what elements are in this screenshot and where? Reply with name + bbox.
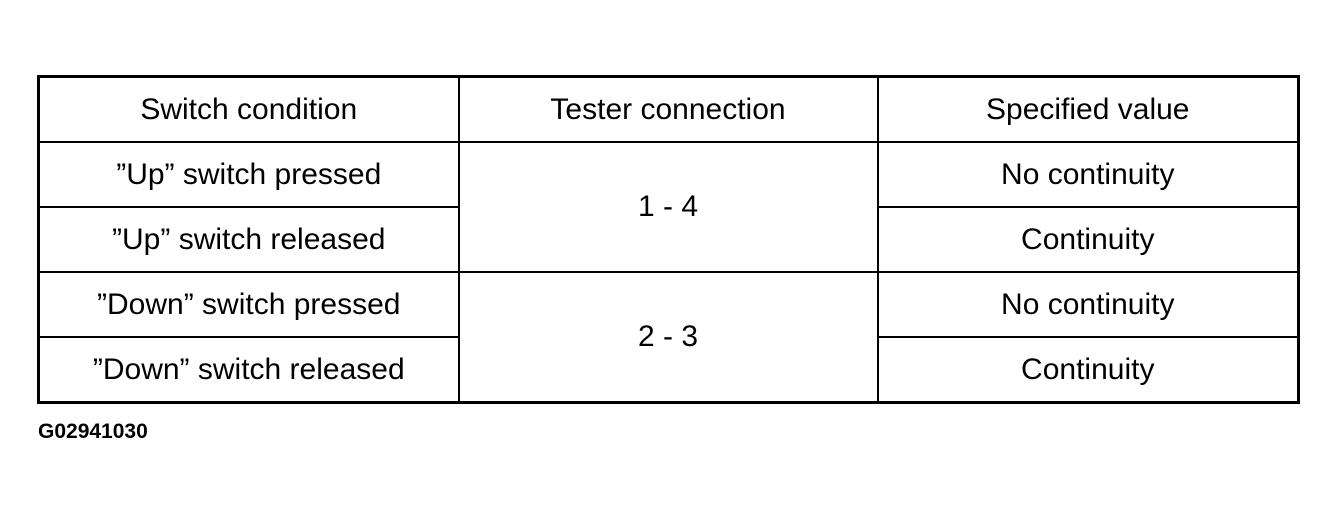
specified-value-cell: No continuity (876, 271, 1300, 338)
table-row: ”Up” switch pressed 1 - 4 No continuity (37, 141, 1300, 273)
tester-connection-cell: 2 - 3 (457, 271, 879, 404)
table-header-row: Switch condition Tester connection Speci… (37, 75, 1300, 143)
specified-value-cell: Continuity (876, 336, 1300, 404)
figure-code: G02941030 (38, 420, 148, 443)
table-row: ”Down” switch pressed 2 - 3 No continuit… (37, 271, 1300, 404)
specified-value-cell: No continuity (876, 141, 1300, 208)
switch-condition-cell: ”Up” switch released (37, 206, 460, 273)
header-switch-condition: Switch condition (37, 75, 460, 143)
header-specified-value: Specified value (876, 75, 1300, 143)
tester-connection-cell: 1 - 4 (457, 141, 879, 273)
switch-condition-cell: ”Down” switch released (37, 336, 460, 404)
switch-condition-cell: ”Down” switch pressed (37, 271, 460, 338)
specified-value-cell: Continuity (876, 206, 1300, 273)
switch-condition-cell: ”Up” switch pressed (37, 141, 460, 208)
header-tester-connection: Tester connection (457, 75, 879, 143)
table-row: ”Up” switch released Continuity (37, 206, 1300, 273)
table-row: ”Down” switch released Continuity (37, 336, 1300, 404)
switch-inspection-table: Switch condition Tester connection Speci… (37, 75, 1300, 404)
